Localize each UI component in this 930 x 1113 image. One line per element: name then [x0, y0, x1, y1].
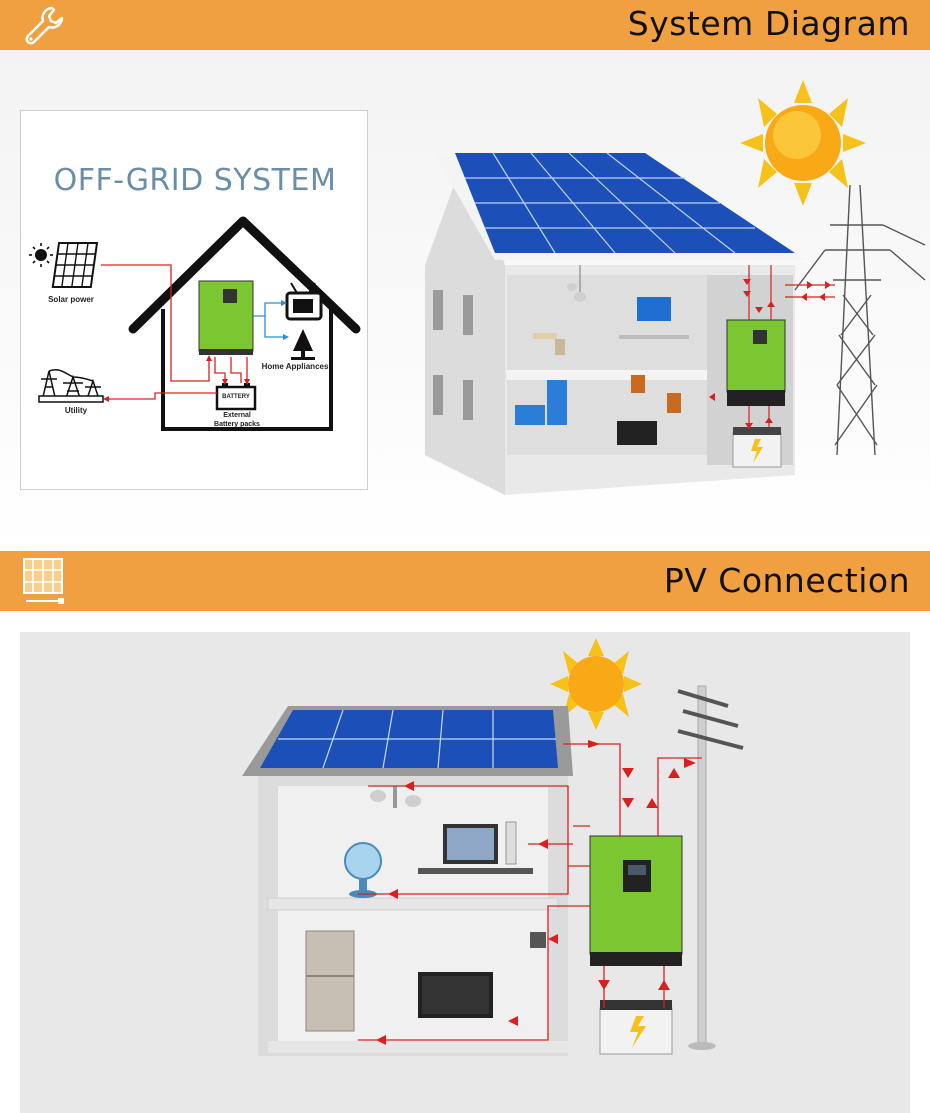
pv-connection-banner: PV Connection: [0, 551, 930, 611]
inverter-icon: [589, 835, 683, 966]
label-solar-power: Solar power: [48, 295, 94, 304]
solar-panel-icon: [51, 242, 99, 288]
offgrid-title: OFF-GRID SYSTEM: [53, 163, 337, 198]
battery-icon: [732, 427, 782, 468]
computer-icon: [418, 821, 533, 874]
power-tower-icon: [794, 184, 926, 456]
house-illustration-system: [425, 80, 926, 495]
switch-box-icon: [530, 932, 546, 948]
utility-tower-icon: [38, 368, 104, 403]
solar-array: [455, 152, 795, 254]
offgrid-schematic: [29, 216, 361, 431]
sun-icon: [29, 243, 53, 267]
inverter-icon: [198, 280, 254, 355]
label-external-battery-packs: External Battery packs: [214, 412, 260, 428]
label-battery: BATTERY: [222, 394, 250, 400]
label-utility: Utility: [64, 406, 88, 415]
section-title-pv-connection: PV Connection: [663, 561, 910, 600]
television-icon: [418, 972, 493, 1018]
sun-icon: [740, 80, 866, 206]
utility-pole-icon: [677, 685, 744, 1050]
sun-icon: [550, 638, 642, 730]
chandelier-icon: [370, 786, 421, 808]
inverter-icon: [726, 319, 786, 406]
house-illustration-pv: [242, 638, 744, 1056]
offgrid-diagram-card: OFF-GRID SYSTEM: [20, 110, 368, 490]
tv-icon: [285, 282, 323, 321]
lamp-icon: [291, 329, 315, 360]
label-home-appliances: Home Appliances: [261, 362, 329, 371]
system-diagram-banner: System Diagram: [0, 0, 930, 50]
solar-panel-icon: [22, 557, 66, 612]
section-title-system-diagram: System Diagram: [627, 4, 910, 43]
battery-icon: [599, 1000, 673, 1055]
refrigerator-icon: [305, 930, 355, 1032]
solar-array: [260, 709, 558, 769]
wrench-icon: [22, 4, 68, 51]
